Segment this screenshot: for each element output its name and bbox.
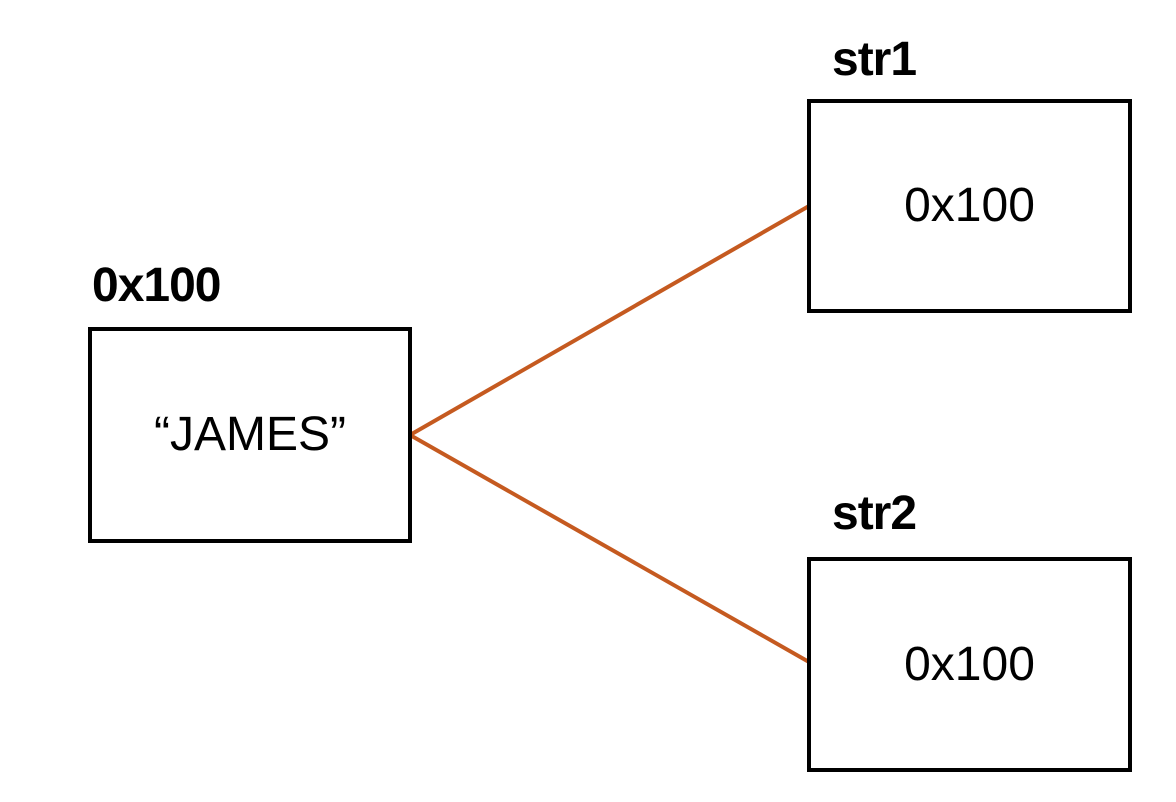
heap-address-label: 0x100 xyxy=(92,259,221,312)
connector-str1 xyxy=(408,204,811,437)
heap-object-box: “JAMES” xyxy=(88,327,412,543)
str2-variable-label: str2 xyxy=(832,487,917,540)
str1-variable-value: 0x100 xyxy=(904,179,1035,232)
connector-str2 xyxy=(408,433,811,664)
str1-variable-box: 0x100 xyxy=(807,99,1132,313)
str1-variable-label: str1 xyxy=(832,33,917,86)
heap-object-value: “JAMES” xyxy=(154,408,346,461)
str2-variable-box: 0x100 xyxy=(807,557,1132,772)
str2-variable-value: 0x100 xyxy=(904,637,1035,691)
